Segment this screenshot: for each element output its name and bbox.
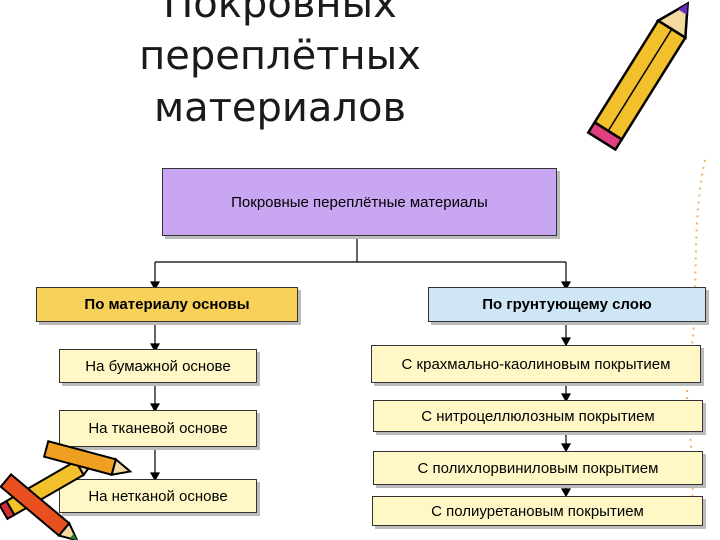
item-polyurethane: С полиуретановым покрытием — [372, 496, 703, 526]
item-label: На тканевой основе — [88, 420, 228, 437]
item-paper-base: На бумажной основе — [59, 349, 257, 383]
item-label: С полихлорвиниловым покрытием — [417, 459, 659, 477]
item-polyvinylchloride: С полихлорвиниловым покрытием — [373, 451, 703, 485]
branch-box-material: По материалу основы — [36, 287, 298, 322]
left-arrow-2 — [149, 403, 161, 413]
item-label: С крахмально-каолиновым покрытием — [401, 355, 671, 373]
right-arrow-2 — [560, 393, 572, 403]
right-arrow-4 — [560, 488, 572, 498]
right-arrow-3 — [560, 443, 572, 453]
item-label: На бумажной основе — [85, 357, 231, 375]
branch-label-material: По материалу основы — [84, 296, 250, 313]
item-label: С нитроцеллюлозным покрытием — [421, 407, 655, 425]
right-arrow-1 — [560, 337, 572, 347]
item-nonwoven-base: На нетканой основе — [59, 479, 257, 513]
root-label: Покровные переплётные материалы — [231, 193, 488, 211]
left-arrow — [149, 281, 161, 291]
left-arrow-3 — [149, 472, 161, 482]
item-starch-kaolin: С крахмально-каолиновым покрытием — [371, 345, 701, 383]
root-box: Покровные переплётные материалы — [162, 168, 557, 236]
title-line-2: переплётных — [139, 33, 421, 79]
title-line-3: материалов — [153, 85, 407, 131]
item-fabric-base: На тканевой основе — [59, 410, 257, 447]
right-arrow — [560, 281, 572, 291]
left-arrow-1 — [149, 343, 161, 353]
branch-label-primer: По грунтующему слою — [482, 296, 652, 313]
item-label: С полиуретановым покрытием — [431, 502, 644, 520]
title-line-1: Покровных — [163, 0, 397, 27]
slide-title: Покровных переплётных материалов — [120, 0, 440, 134]
branch-box-primer: По грунтующему слою — [428, 287, 706, 322]
item-label: На нетканой основе — [88, 487, 228, 505]
item-nitrocellulose: С нитроцеллюлозным покрытием — [373, 400, 703, 432]
